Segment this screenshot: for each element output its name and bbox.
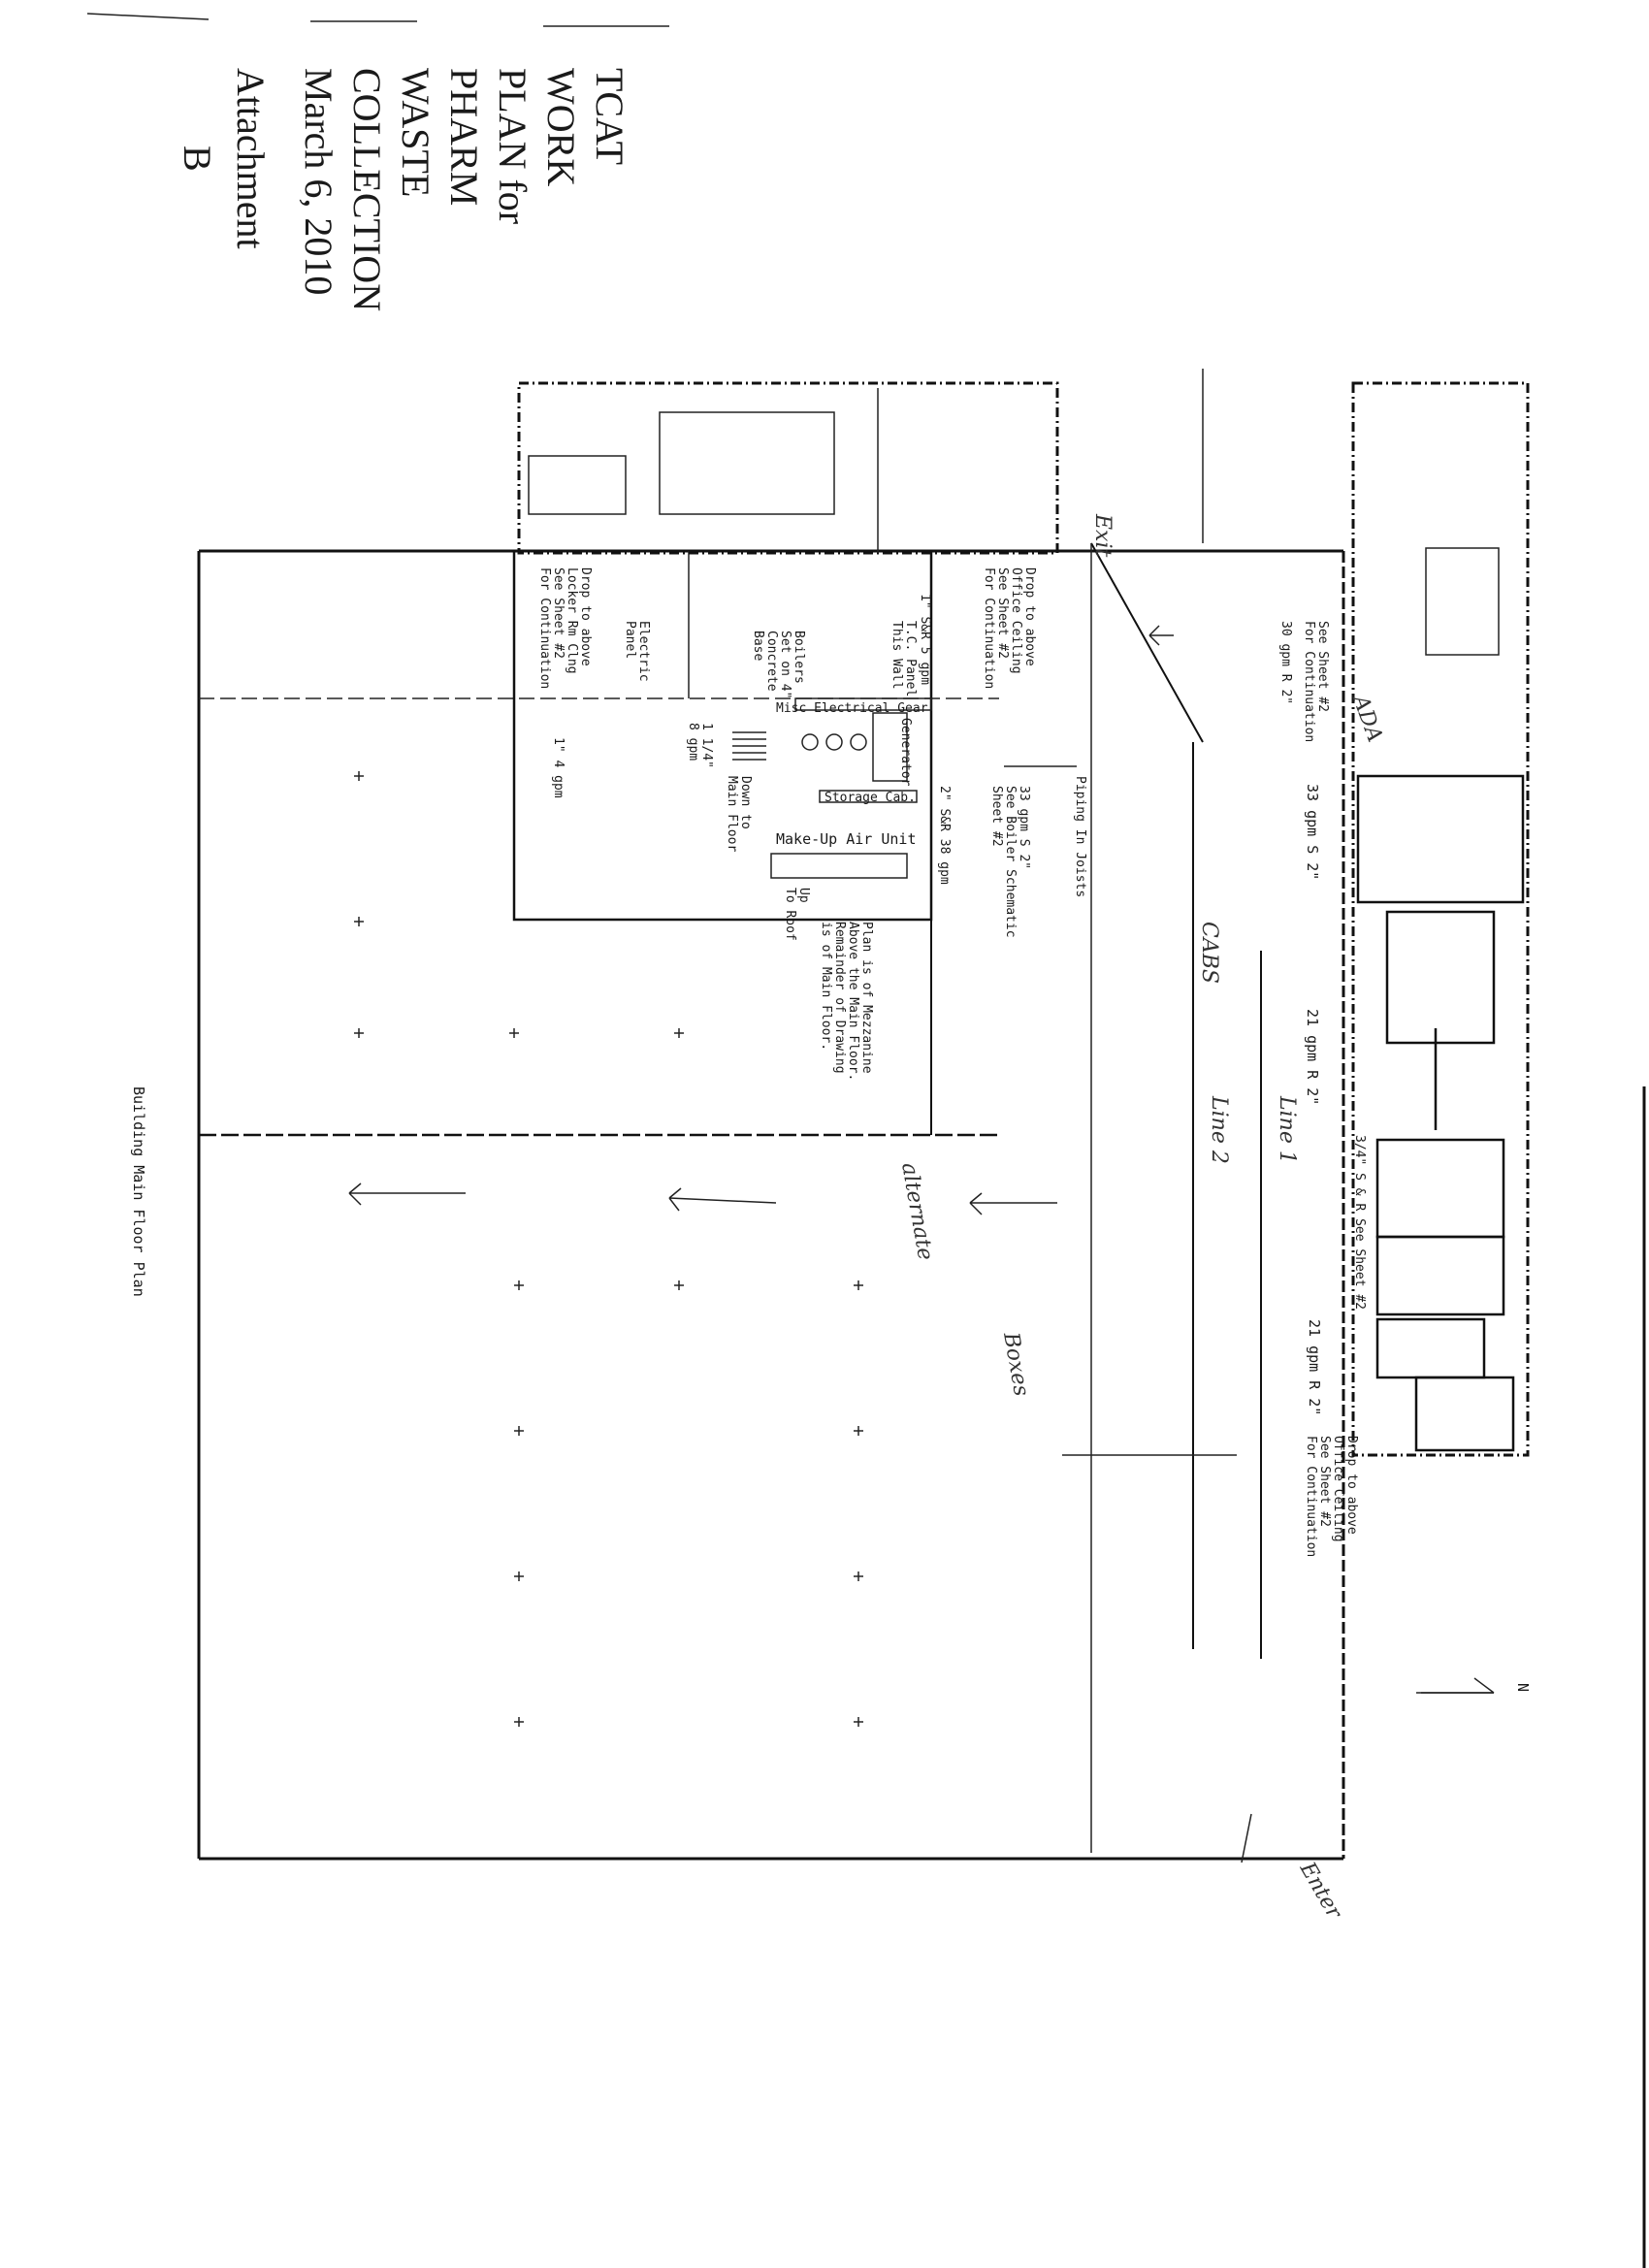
- note-generator: Generator: [898, 718, 913, 787]
- hand-line-1: Line 1: [1275, 1095, 1299, 1164]
- note-drop-locker-2: Locker Rm Clng: [565, 567, 579, 674]
- note-drop-left-1: Drop to above: [1022, 567, 1037, 666]
- note-up-roof-2: To Roof: [783, 888, 797, 941]
- hand-enter: Enter: [1294, 1858, 1346, 1925]
- note-down-main-1: Down to: [738, 776, 753, 829]
- caption-text: Building Main Floor Plan: [130, 1086, 147, 1297]
- building-outline: [197, 369, 1530, 1861]
- note-gpm33s: 33 gpm S 2": [1304, 784, 1321, 880]
- note-storage-cab: Storage Cab.: [824, 791, 916, 805]
- title-line-5: WASTE: [394, 68, 437, 197]
- handwritten-annotations: Exit Enter CABS Boxes Line 1 Line 2 alte…: [348, 513, 1387, 1925]
- note-makeup-air: Make-Up Air Unit: [776, 830, 917, 848]
- scan-edge-marks: [86, 13, 1646, 2268]
- hand-exit: Exit: [1090, 513, 1115, 558]
- title-line-2: WORK: [539, 68, 583, 186]
- north-arrow: N: [1421, 1683, 1532, 1694]
- note-gpm21b: 21 gpm R 2": [1306, 1319, 1323, 1415]
- note-drop-left-4: For Continuation: [982, 567, 996, 689]
- hand-alternate: alternate: [896, 1161, 937, 1262]
- note-gpm30: 30 gpm R 2": [1278, 621, 1293, 704]
- note-drop-right-2: Office Ceiling: [1331, 1436, 1345, 1542]
- note-sr5: 1" S&R 5 gpm: [918, 594, 932, 685]
- note-gpm33-boiler-2: See Boiler Schematic: [1003, 786, 1018, 938]
- floor-plan-caption: Building Main Floor Plan: [130, 1086, 147, 1297]
- hand-boxes: Boxes: [998, 1330, 1033, 1398]
- note-mezzanine-2: Above the Main Floor.: [846, 922, 860, 1081]
- note-see-sheet-top-2: For Continuation: [1302, 621, 1316, 742]
- note-boilers-4: Base: [751, 631, 765, 661]
- note-drop-locker-3: See Sheet #2: [551, 567, 566, 659]
- note-drop-right-1: Drop to above: [1344, 1436, 1359, 1535]
- note-electric-panel-1: Electric: [636, 621, 651, 682]
- title-line-6: COLLECTION: [345, 68, 389, 311]
- printed-notes: Drop to above Office Ceiling See Sheet #…: [537, 567, 1367, 1557]
- note-piping: Piping In Joists: [1073, 776, 1087, 897]
- note-boilers-1: Boilers: [792, 631, 806, 684]
- note-up-roof-1: Up: [796, 888, 811, 903]
- title-line-7: March 6, 2010: [297, 68, 340, 295]
- hand-line-2: Line 2: [1207, 1095, 1231, 1164]
- note-sr34: 3/4" S & R See Sheet #2: [1352, 1135, 1367, 1310]
- title-line-3: PLAN for: [491, 68, 534, 224]
- note-boilers-3: Concrete: [764, 631, 779, 692]
- note-drop-right-4: For Continuation: [1304, 1436, 1318, 1557]
- note-gpm21a: 21 gpm R 2": [1304, 1009, 1321, 1105]
- note-down-main-2: Main Floor: [725, 776, 739, 852]
- title-line-9: B: [176, 146, 219, 172]
- note-gpm8-1: 1 1/4": [699, 723, 714, 768]
- note-electric-panel-2: Panel: [623, 621, 637, 659]
- note-drop-left-3: See Sheet #2: [995, 567, 1010, 659]
- note-gpm33-boiler-3: Sheet #2: [989, 786, 1004, 847]
- title-block: TCAT WORK PLAN for PHARM WASTE COLLECTIO…: [176, 68, 631, 311]
- hand-cabs: CABS: [1197, 922, 1221, 984]
- note-tc-panel-1: T.C. Panel: [903, 621, 918, 697]
- note-drop-right-3: See Sheet #2: [1317, 1436, 1332, 1527]
- note-mezzanine-3: Remainder of Drawing: [832, 922, 847, 1074]
- note-boilers-2: Set on 4": [778, 631, 792, 698]
- note-gpm8-2: 8 gpm: [686, 723, 700, 761]
- title-line-8: Attachment: [229, 68, 273, 249]
- north-arrow-label: N: [1514, 1683, 1532, 1692]
- note-see-sheet-top-1: See Sheet #2: [1315, 621, 1330, 712]
- note-mezzanine-4: is of Main Floor.: [819, 922, 833, 1051]
- title-line-1: TCAT: [588, 68, 631, 165]
- note-misc-electrical: Misc Electrical Gear: [776, 701, 928, 716]
- note-drop-locker-1: Drop to above: [578, 567, 593, 666]
- note-drop-locker-4: For Continuation: [537, 567, 552, 689]
- note-drop-left-2: Office Ceiling: [1009, 567, 1023, 674]
- note-tc-panel-2: This Wall: [889, 621, 904, 689]
- note-gpm33-boiler-1: 33 gpm S 2": [1017, 786, 1031, 869]
- note-gpm4: 1" 4 gpm: [551, 737, 566, 798]
- title-line-4: PHARM: [442, 68, 486, 206]
- note-mezzanine-1: Plan is of Mezzanine: [859, 922, 874, 1074]
- note-sr38: 2" S&R 38 gpm: [937, 786, 952, 885]
